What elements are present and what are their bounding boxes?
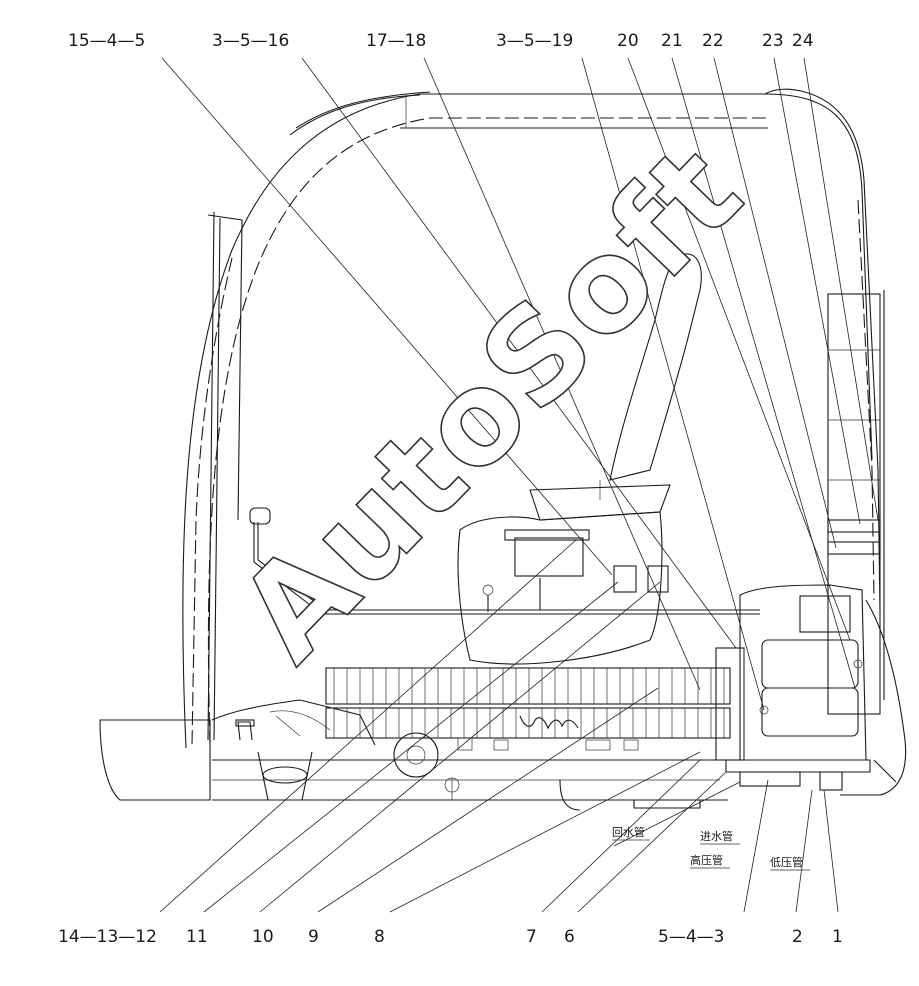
callout-14-13-12: 14—13—12 <box>58 927 157 947</box>
callout-5-4-3: 5—4—3 <box>658 927 724 947</box>
top-callout-labels: 15—4—5 3—5—16 17—18 3—5—19 20 21 22 23 2… <box>68 31 814 51</box>
wiring-harness <box>249 507 760 615</box>
pipe-notes: 回水管 进水管 高压管 低压管 <box>612 825 810 871</box>
autosoft-watermark: AutoSoft <box>211 117 771 690</box>
leader-lines-top <box>161 57 879 711</box>
callout-23: 23 <box>762 31 784 51</box>
callout-9: 9 <box>308 927 319 947</box>
callout-2: 2 <box>792 927 803 947</box>
callout-17-18: 17—18 <box>366 31 426 51</box>
low-pressure-pipe-note: 低压管 <box>770 855 803 869</box>
callout-1: 1 <box>832 927 843 947</box>
hvac-unit <box>715 584 871 791</box>
leader-lines-bottom <box>159 539 839 913</box>
front-heater-box <box>235 710 331 801</box>
callout-21: 21 <box>661 31 683 51</box>
callout-24: 24 <box>792 31 814 51</box>
cab-outline <box>99 88 907 801</box>
callout-3-5-16: 3—5—16 <box>212 31 289 51</box>
callout-7: 7 <box>526 927 537 947</box>
callout-22: 22 <box>702 31 724 51</box>
return-pipe-note: 回水管 <box>612 825 645 839</box>
callout-20: 20 <box>617 31 639 51</box>
callout-15-4-5: 15—4—5 <box>68 31 145 51</box>
chassis-details <box>393 732 701 811</box>
bottom-callout-labels: 14—13—12 11 10 9 8 7 6 5—4—3 2 1 <box>58 927 843 947</box>
driver-seat <box>457 253 702 665</box>
callout-10: 10 <box>252 927 274 947</box>
callout-6: 6 <box>564 927 575 947</box>
heater-duct <box>325 667 731 739</box>
callout-11: 11 <box>186 927 208 947</box>
callout-3-5-19: 3—5—19 <box>496 31 573 51</box>
callout-8: 8 <box>374 927 385 947</box>
rear-panel <box>827 290 885 715</box>
inlet-pipe-note: 进水管 <box>700 829 733 843</box>
high-pressure-pipe-note: 高压管 <box>690 853 723 867</box>
